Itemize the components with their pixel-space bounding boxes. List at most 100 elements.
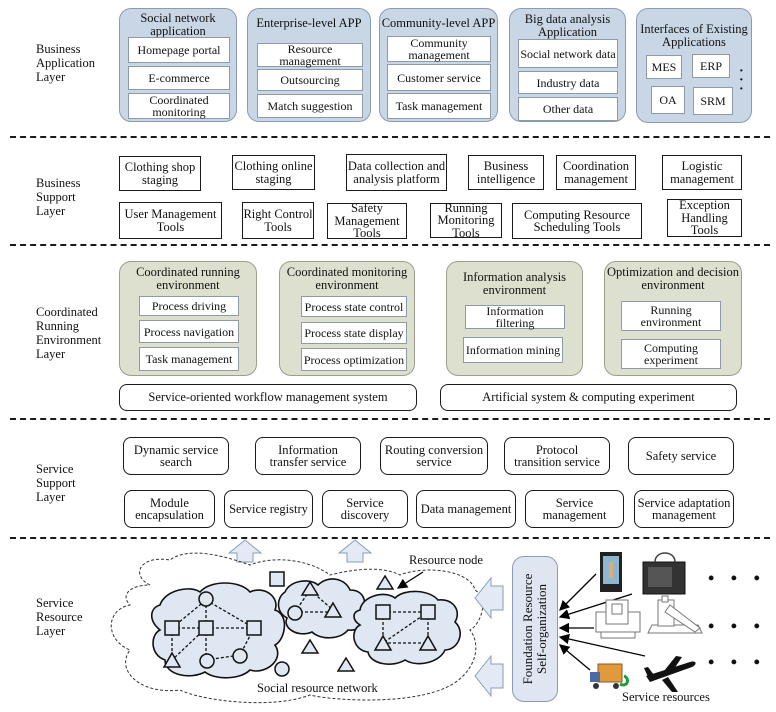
group-title: Big data analysis Application: [524, 12, 611, 39]
group-title: Information analysis environment: [462, 270, 567, 297]
3d-printer-icon: [642, 552, 686, 595]
group-title: Optimization and decision environment: [607, 265, 739, 292]
resource-node-square: [269, 571, 285, 587]
group-title: Coordinated running environment: [136, 265, 240, 292]
interface-erp[interactable]: ERP: [692, 54, 730, 78]
resource-cloud: [353, 590, 461, 665]
cnc-machine-icon: [595, 599, 641, 639]
group-title: Enterprise-level APP: [256, 16, 362, 30]
service-registry[interactable]: Service registry: [224, 490, 313, 528]
resource-node-circle: [274, 661, 290, 677]
interface-srm[interactable]: SRM: [693, 87, 733, 115]
more-indicator: ···: [739, 64, 744, 97]
support-clothing-shop-staging[interactable]: Clothing shop staging: [119, 156, 201, 191]
resource-node-square: [164, 620, 180, 636]
service-routing-conversion[interactable]: Routing conversion service: [380, 437, 488, 475]
resource-node-square: [198, 620, 214, 636]
layer-label-business-support: Business Support Layer: [36, 176, 81, 218]
support-business-intelligence[interactable]: Business intelligence: [468, 155, 544, 190]
env-item[interactable]: Information mining: [463, 337, 563, 363]
support-safety-management-tools[interactable]: Safety Management Tools: [327, 202, 407, 240]
resource-node-square: [375, 604, 391, 620]
artificial-system-computing-experiment[interactable]: Artificial system & computing experiment: [440, 384, 737, 411]
support-running-monitoring-tools[interactable]: Running Monitoring Tools: [430, 202, 502, 239]
service-information-transfer[interactable]: Information transfer service: [255, 437, 361, 475]
interface-oa[interactable]: OA: [651, 86, 685, 114]
app-item[interactable]: Industry data: [518, 71, 618, 94]
app-item[interactable]: Other data: [518, 97, 618, 121]
service-safety[interactable]: Safety service: [628, 437, 734, 475]
resource-node-circle: [198, 591, 214, 607]
support-right-control-tools[interactable]: Right Control Tools: [242, 202, 314, 239]
app-item[interactable]: Resource management: [257, 43, 363, 67]
env-item[interactable]: Process driving: [139, 296, 239, 316]
env-item[interactable]: Computing experiment: [621, 339, 721, 369]
resource-cloud: [150, 582, 286, 679]
service-data-management[interactable]: Data management: [416, 490, 516, 528]
resource-node-triangle: [336, 656, 356, 672]
more-resources-indicator: • • •: [708, 652, 766, 672]
app-group-existing-interfaces: Interfaces of Existing Applications MES …: [636, 8, 752, 123]
resource-node-pointer: [396, 571, 424, 589]
service-resources-label: Service resources: [622, 690, 710, 704]
interface-mes[interactable]: MES: [646, 55, 682, 79]
app-item[interactable]: Task management: [387, 93, 491, 119]
env-item[interactable]: Information filtering: [465, 305, 565, 329]
app-item[interactable]: Outsourcing: [257, 69, 363, 91]
app-item[interactable]: Homepage portal: [128, 37, 230, 63]
layer-label-coordinated-running: Coordinated Running Environment Layer: [36, 305, 102, 361]
env-group-coordinated-monitoring: Coordinated monitoring environment Proce…: [279, 261, 415, 376]
app-item[interactable]: Match suggestion: [257, 94, 363, 118]
app-group-big-data: Big data analysis Application Social net…: [509, 8, 626, 122]
env-item[interactable]: Running environment: [621, 301, 721, 331]
resource-node-triangle: [323, 601, 343, 618]
env-item[interactable]: Process navigation: [139, 320, 239, 343]
app-group-community: Community-level APP Community management…: [379, 8, 498, 122]
support-logistic-management[interactable]: Logistic management: [662, 155, 742, 190]
env-item[interactable]: Process state control: [301, 296, 407, 317]
resource-node-triangle: [418, 634, 438, 651]
service-dynamic-search[interactable]: Dynamic service search: [123, 437, 229, 475]
service-discovery[interactable]: Service discovery: [322, 490, 408, 528]
layer-divider: [10, 244, 770, 246]
env-item[interactable]: Process optimization: [301, 348, 407, 371]
left-arrow-icon: [474, 576, 504, 620]
workflow-management-system[interactable]: Service-oriented workflow management sys…: [119, 384, 417, 411]
env-item[interactable]: Process state display: [301, 322, 407, 344]
support-computing-resource-scheduling[interactable]: Computing Resource Scheduling Tools: [512, 203, 642, 239]
support-coordination-management[interactable]: Coordination management: [556, 155, 636, 190]
up-arrow-icon: [337, 539, 373, 563]
support-data-collection-platform[interactable]: Data collection and analysis platform: [346, 154, 447, 191]
more-resources-indicator: • • •: [708, 616, 766, 636]
app-item[interactable]: Coordinated monitoring: [128, 93, 230, 119]
group-title: Interfaces of Existing Applications: [640, 22, 748, 49]
support-user-management-tools[interactable]: User Management Tools: [119, 202, 222, 239]
app-item[interactable]: Social network data: [518, 39, 618, 68]
app-item[interactable]: Community management: [387, 36, 491, 62]
group-title: Social network application: [140, 11, 216, 38]
service-management[interactable]: Service management: [525, 490, 624, 528]
resource-node-triangle: [373, 634, 393, 651]
support-clothing-online-staging[interactable]: Clothing online staging: [232, 155, 315, 190]
resource-node-triangle: [375, 574, 395, 590]
foundation-resource-self-organization[interactable]: Foundation Resource Self-organization: [512, 556, 558, 702]
layer-label-service-support: Service Support Layer: [36, 462, 76, 504]
service-adaptation-management[interactable]: Service adaptation management: [634, 490, 734, 528]
more-resources-indicator: • • •: [708, 568, 766, 588]
service-module-encapsulation[interactable]: Module encapsulation: [124, 490, 215, 528]
service-resource-diagram: [110, 539, 703, 704]
app-item[interactable]: E-commerce: [128, 66, 230, 90]
resource-node-square: [420, 604, 436, 620]
up-arrow-icon: [227, 539, 263, 563]
env-group-optimization-decision: Optimization and decision environment Ru…: [604, 261, 742, 376]
app-item[interactable]: Customer service: [387, 64, 491, 91]
support-exception-handling-tools[interactable]: Exception Handling Tools: [667, 199, 742, 237]
layer-divider: [10, 136, 770, 138]
env-item[interactable]: Task management: [139, 347, 239, 371]
service-protocol-transition[interactable]: Protocol transition service: [504, 437, 610, 475]
social-network-cloud: [110, 552, 484, 704]
resource-node-square: [246, 620, 262, 636]
resource-node-triangle: [300, 638, 320, 654]
layer-divider: [10, 537, 770, 539]
group-title: Coordinated monitoring environment: [286, 265, 408, 292]
